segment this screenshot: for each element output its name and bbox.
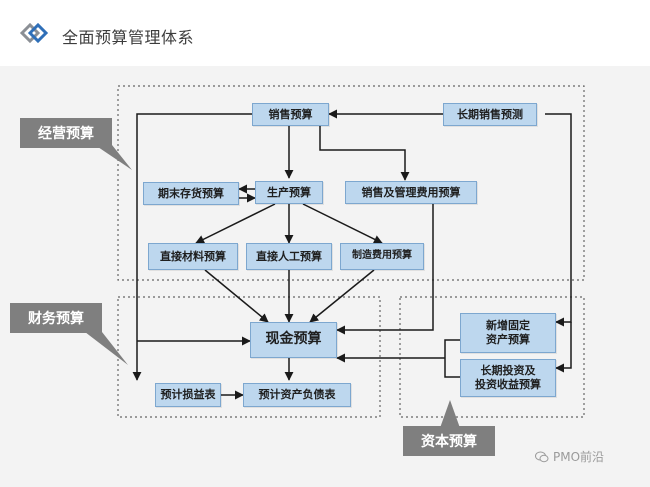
financial-tag-pointer <box>85 332 128 365</box>
capital-tag-pointer <box>440 400 460 428</box>
projected-balance-sheet-box: 预计资产负债表 <box>243 383 351 407</box>
wechat-icon <box>535 451 549 462</box>
arrow-overhead-to-cash <box>309 269 375 323</box>
arrow-capital-to-cash <box>444 339 460 378</box>
financial-section-border <box>117 296 381 418</box>
manufacturing-overhead-budget-box: 制造费用预算 <box>340 243 424 270</box>
watermark: PMO前沿 <box>535 448 604 465</box>
operating-tag-pointer <box>95 145 132 170</box>
arrow-sales-to-admin <box>319 126 410 181</box>
new-fixed-assets-budget-box: 新增固定 资产预算 <box>460 313 556 353</box>
cash-budget-box: 现金预算 <box>250 322 337 358</box>
production-budget-box: 生产预算 <box>255 181 323 204</box>
sales-budget-box: 销售预算 <box>252 103 329 126</box>
logo-icon <box>19 22 49 44</box>
long-term-sales-forecast-box: 长期销售预测 <box>443 103 537 126</box>
arrow-production-to-overhead <box>302 203 383 244</box>
arrow-forecast-to-newassets <box>545 113 572 327</box>
financial-budget-tag: 财务预算 <box>10 303 102 333</box>
arrow-sales-to-income <box>132 113 252 381</box>
projected-income-statement-box: 预计损益表 <box>155 383 221 407</box>
arrow-production-to-materials <box>195 203 276 244</box>
header-bar: 全面预算管理体系 <box>0 0 650 66</box>
watermark-text: PMO前沿 <box>553 450 605 464</box>
ending-inventory-budget-box: 期末存货预算 <box>143 182 239 205</box>
arrow-materials-to-cash <box>204 269 269 323</box>
direct-materials-budget-box: 直接材料预算 <box>148 243 238 270</box>
page-title: 全面预算管理体系 <box>62 28 195 47</box>
arrow-forecast-to-investment <box>555 322 572 373</box>
long-term-investment-budget-box: 长期投资及 投资收益预算 <box>460 359 556 397</box>
sales-admin-expense-budget-box: 销售及管理费用预算 <box>345 181 477 204</box>
operating-budget-tag: 经营预算 <box>20 118 112 148</box>
direct-labor-budget-box: 直接人工预算 <box>246 243 332 270</box>
arrow-admin-to-cash <box>336 204 434 335</box>
capital-budget-tag: 资本预算 <box>403 426 495 456</box>
capital-section-border <box>399 296 585 418</box>
